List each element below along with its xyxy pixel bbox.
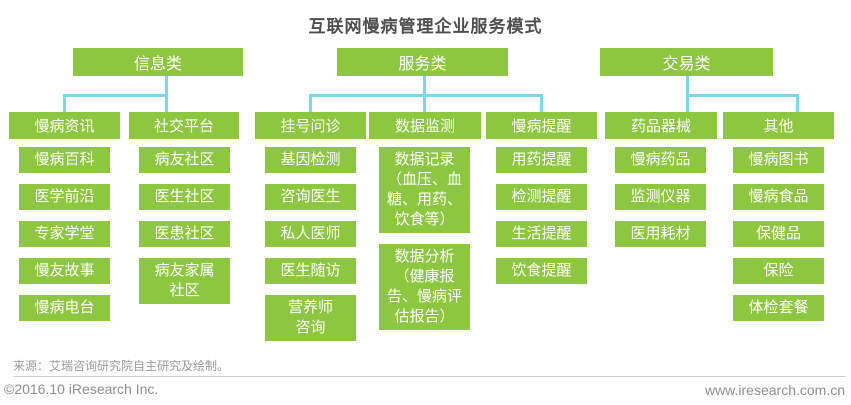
column-disease-reminder: 慢病提醒 用药提醒 检测提醒 生活提醒 饮食提醒	[486, 112, 597, 284]
tree-node: 医患社区	[139, 221, 230, 247]
connector-line	[540, 94, 543, 112]
tree-node: 咨询医生	[265, 184, 356, 210]
tree-node: 饮食提醒	[496, 258, 587, 284]
tree-node: 私人医师	[265, 221, 356, 247]
tree-node: 专家学堂	[19, 221, 110, 247]
group-box-service: 服务类	[337, 48, 508, 76]
connector-line	[63, 94, 66, 112]
tree-node: 医用耗材	[615, 221, 706, 247]
tree-node: 用药提醒	[496, 147, 587, 173]
column-header-others: 其他	[723, 112, 834, 139]
tree-node: 保健品	[733, 221, 824, 247]
connector-line	[309, 94, 543, 97]
connector-line	[686, 94, 799, 97]
tree-node: 数据记录 （血压、血糖、用药、饮食等）	[379, 147, 470, 233]
column-header-drugs-devices: 药品器械	[605, 112, 717, 139]
tree-node: 慢病百科	[19, 147, 110, 173]
tree-node: 检测提醒	[496, 184, 587, 210]
column-header-chronic-news: 慢病资讯	[9, 112, 120, 139]
group-box-transaction: 交易类	[600, 48, 773, 76]
tree-node: 慢病图书	[733, 147, 824, 173]
column-header-disease-reminder: 慢病提醒	[486, 112, 597, 139]
tree-node: 体检套餐	[733, 295, 824, 321]
copyright-text: ©2016.10 iResearch Inc.	[4, 381, 159, 397]
tree-node: 慢病电台	[19, 295, 110, 321]
group-box-information: 信息类	[73, 48, 243, 76]
column-header-registration-consult: 挂号问诊	[255, 112, 366, 139]
connector-line	[309, 94, 312, 112]
column-others: 其他 慢病图书 慢病食品 保健品 保险 体检套餐	[723, 112, 834, 321]
column-header-data-monitoring: 数据监测	[369, 112, 481, 139]
connector-line	[796, 94, 799, 112]
column-header-social-platform: 社交平台	[129, 112, 239, 139]
tree-node: 慢病食品	[733, 184, 824, 210]
connector-line	[63, 94, 168, 97]
website-text: www.iresearch.com.cn	[704, 382, 845, 398]
footer-divider	[13, 376, 846, 377]
tree-node: 医生社区	[139, 184, 230, 210]
column-registration-consult: 挂号问诊 基因检测 咨询医生 私人医师 医生随访 营养师 咨询	[255, 112, 366, 341]
source-note: 来源：艾瑞咨询研究院自主研究及绘制。	[13, 359, 230, 373]
tree-node: 医学前沿	[19, 184, 110, 210]
column-drugs-devices: 药品器械 慢病药品 监测仪器 医用耗材	[605, 112, 717, 247]
column-chronic-news: 慢病资讯 慢病百科 医学前沿 专家学堂 慢友故事 慢病电台	[9, 112, 120, 321]
column-data-monitoring: 数据监测 数据记录 （血压、血糖、用药、饮食等） 数据分析 （健康报告、慢病评估…	[369, 112, 481, 330]
tree-node: 医生随访	[265, 258, 356, 284]
column-social-platform: 社交平台 病友社区 医生社区 医患社区 病友家属 社区	[129, 112, 239, 304]
tree-node: 营养师 咨询	[265, 295, 356, 341]
tree-node: 病友社区	[139, 147, 230, 173]
tree-node: 基因检测	[265, 147, 356, 173]
tree-node: 生活提醒	[496, 221, 587, 247]
tree-node: 病友家属 社区	[139, 258, 230, 304]
tree-node: 数据分析 （健康报告、慢病评估报告）	[379, 244, 470, 330]
diagram-title: 互联网慢病管理企业服务模式	[308, 17, 543, 36]
tree-node: 保险	[733, 258, 824, 284]
tree-node: 慢病药品	[615, 147, 706, 173]
tree-node: 监测仪器	[615, 184, 706, 210]
tree-node: 慢友故事	[19, 258, 110, 284]
